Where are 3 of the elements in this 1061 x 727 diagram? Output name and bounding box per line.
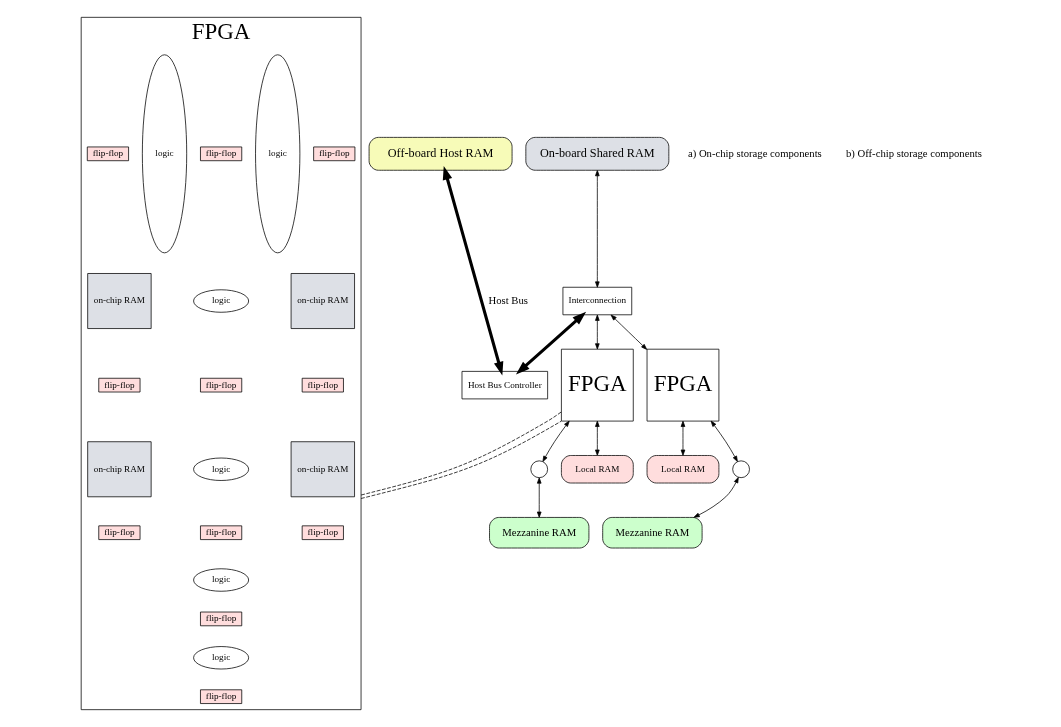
label: b) Off-chip storage components (845, 146, 982, 159)
edge-label: Host Bus (488, 293, 528, 306)
label: a) On-chip storage components (687, 146, 822, 159)
